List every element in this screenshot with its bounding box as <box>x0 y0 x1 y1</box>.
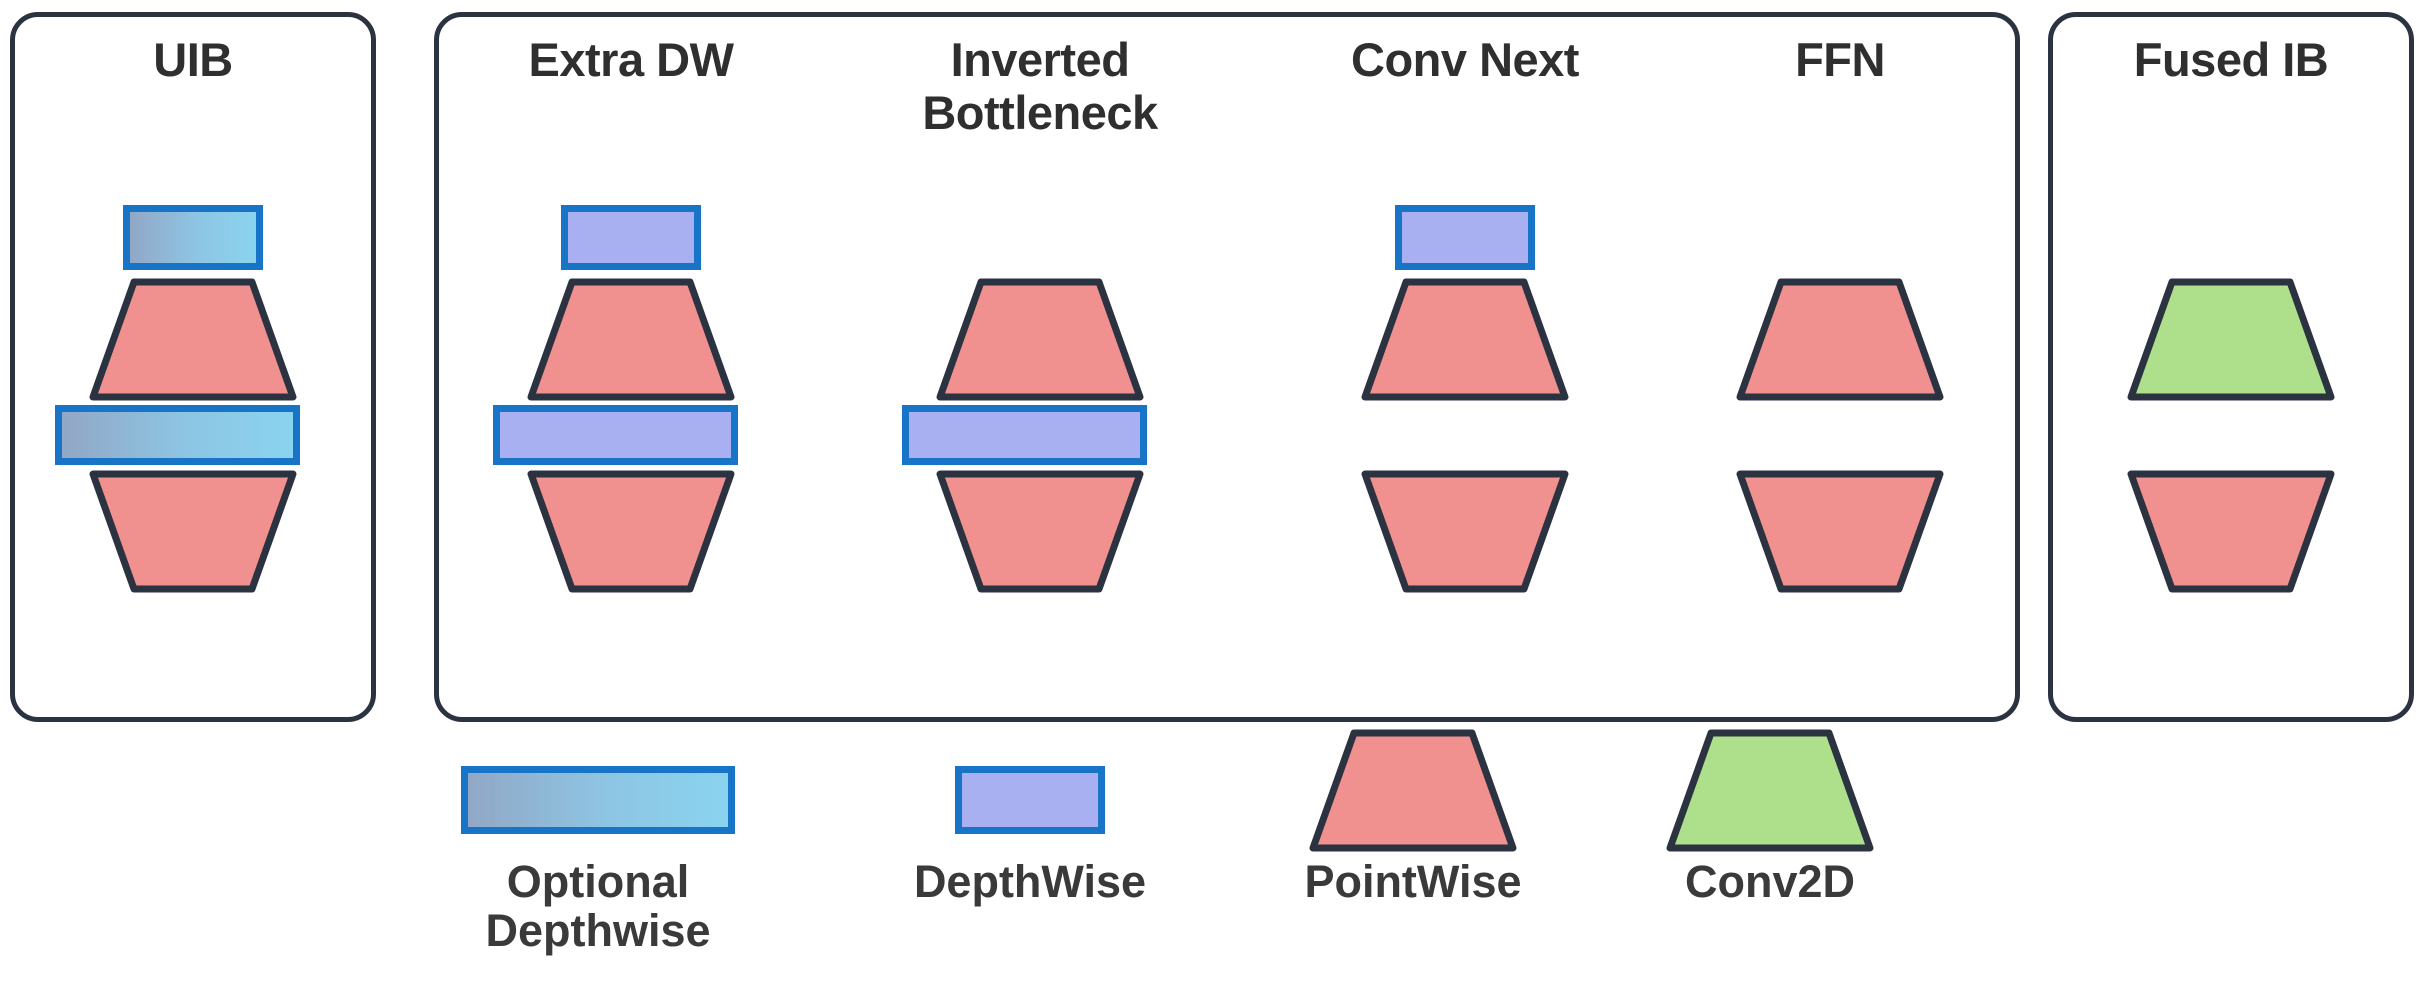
ffn-pointwise-expand <box>1735 277 1945 402</box>
fused-ib-conv2d-expand <box>2126 277 2336 402</box>
legend-label-pointwise: PointWise <box>1304 856 1522 907</box>
conv2d-swatch <box>1665 728 1875 853</box>
extra-dw-pointwise-expand <box>526 277 736 402</box>
legend: Optional Depthwise DepthWise PointWise <box>0 729 2421 989</box>
column-ffn: FFN <box>1690 12 1990 722</box>
depthwise-swatch <box>955 766 1105 834</box>
legend-label-depthwise: DepthWise <box>913 856 1147 907</box>
column-fused-ib: Fused IB <box>2048 12 2414 722</box>
uib-optional-depthwise-mid <box>55 405 300 465</box>
legend-swatch-wrap-optional-depthwise <box>388 750 808 850</box>
legend-label-optional-depthwise: Optional Depthwise <box>485 856 711 956</box>
uib-pointwise-project <box>88 469 298 594</box>
extra-dw-depthwise-mid <box>493 405 738 465</box>
conv-next-pointwise-project <box>1360 469 1570 594</box>
inverted-bottleneck-pointwise-expand <box>935 277 1145 402</box>
optional-depthwise-swatch <box>461 766 735 834</box>
inverted-bottleneck-depthwise-mid <box>902 405 1147 465</box>
legend-item-pointwise: PointWise <box>1228 728 1598 907</box>
column-extra-dw: Extra DW <box>458 12 804 722</box>
column-title-ffn: FFN <box>1795 33 1885 86</box>
legend-label-conv2d: Conv2D <box>1684 856 1856 907</box>
extra-dw-depthwise-top <box>561 205 701 270</box>
legend-item-depthwise: DepthWise <box>850 750 1210 907</box>
column-title-extra-dw: Extra DW <box>528 33 734 86</box>
legend-swatch-wrap-depthwise <box>850 750 1210 850</box>
column-title-conv-next: Conv Next <box>1351 33 1579 86</box>
column-inverted-bottleneck: Inverted Bottleneck <box>840 12 1240 722</box>
uib-optional-depthwise-top <box>123 205 263 270</box>
column-title-fused-ib: Fused IB <box>2133 33 2329 86</box>
inverted-bottleneck-pointwise-project <box>935 469 1145 594</box>
uib-pointwise-expand <box>88 277 298 402</box>
column-title-inverted-bottleneck: Inverted Bottleneck <box>922 33 1158 139</box>
pointwise-swatch <box>1308 728 1518 853</box>
legend-item-optional-depthwise: Optional Depthwise <box>388 750 808 955</box>
column-conv-next: Conv Next <box>1290 12 1640 722</box>
legend-swatch-wrap-pointwise <box>1228 728 1598 853</box>
legend-swatch-wrap-conv2d <box>1585 728 1955 853</box>
extra-dw-pointwise-project <box>526 469 736 594</box>
conv-next-pointwise-expand <box>1360 277 1570 402</box>
ffn-pointwise-project <box>1735 469 1945 594</box>
legend-item-conv2d: Conv2D <box>1585 728 1955 907</box>
conv-next-depthwise-top <box>1395 205 1535 270</box>
column-title-uib: UIB <box>153 33 233 86</box>
fused-ib-pointwise-project <box>2126 469 2336 594</box>
column-uib: UIB <box>10 12 376 722</box>
